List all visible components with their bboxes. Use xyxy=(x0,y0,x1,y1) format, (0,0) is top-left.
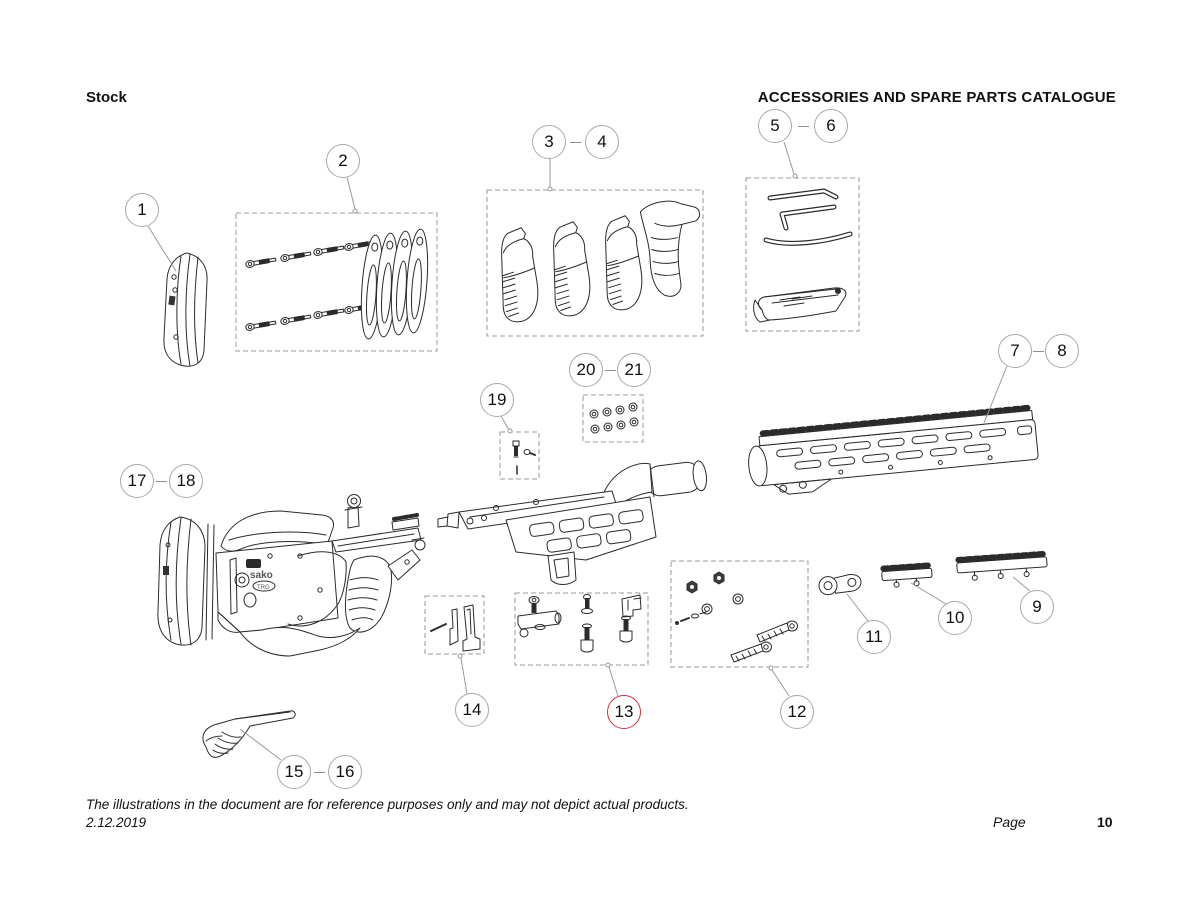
callout-21: 21 xyxy=(617,353,651,387)
hardware-kit-14-illustration xyxy=(430,604,481,652)
recoil-pad-illustration xyxy=(163,252,208,367)
callout-9: 9 xyxy=(1020,590,1054,624)
handguard-illustration xyxy=(748,404,1039,495)
box-part-12 xyxy=(670,560,809,668)
chassis-illustration xyxy=(437,460,708,585)
callout-pair-dash-20-21 xyxy=(605,370,616,371)
box-part-3-4 xyxy=(486,189,704,337)
callout-7: 7 xyxy=(998,334,1032,368)
box-part-20-21 xyxy=(582,394,644,443)
callout-6: 6 xyxy=(814,109,848,143)
callout-16: 16 xyxy=(328,755,362,789)
box-part-2 xyxy=(235,212,438,352)
callout-2: 2 xyxy=(326,144,360,178)
qd-mount-illustration xyxy=(818,573,862,596)
callout-19: 19 xyxy=(480,383,514,417)
hardware-kit-12-illustration xyxy=(675,571,798,663)
callout-12: 12 xyxy=(780,695,814,729)
spacer-kit-illustration xyxy=(244,228,429,340)
hardware-kit-19-illustration xyxy=(512,440,536,475)
disclaimer-text: The illustrations in the document are fo… xyxy=(86,797,689,812)
callout-11: 11 xyxy=(857,620,891,654)
grip-set-illustration xyxy=(498,200,700,324)
callout-4: 4 xyxy=(585,125,619,159)
box-part-14 xyxy=(424,595,485,655)
section-title: Stock xyxy=(86,89,127,106)
callout-pair-dash-5-6 xyxy=(798,126,809,127)
callout-8: 8 xyxy=(1045,334,1079,368)
box-part-19 xyxy=(499,431,540,480)
group-boxes xyxy=(235,177,860,668)
handstop-illustration xyxy=(202,710,296,758)
long-rail-illustration xyxy=(955,550,1048,581)
callout-15: 15 xyxy=(277,755,311,789)
callout-18: 18 xyxy=(169,464,203,498)
date-text: 2.12.2019 xyxy=(86,815,147,830)
box-part-13 xyxy=(514,592,649,666)
callout-5: 5 xyxy=(758,109,792,143)
page-label: Page xyxy=(993,814,1026,830)
stock-logo-text: sako xyxy=(250,570,273,581)
tool-kit-illustration xyxy=(753,188,853,323)
callout-pair-dash-7-8 xyxy=(1033,351,1044,352)
callout-3: 3 xyxy=(532,125,566,159)
box-part-5-6 xyxy=(745,177,860,332)
stock-badge-text: TRG xyxy=(257,585,270,591)
hardware-kit-13-illustration xyxy=(517,594,642,653)
short-rail-illustration xyxy=(880,562,933,588)
callout-pair-dash-3-4 xyxy=(570,142,581,143)
catalogue-title: ACCESSORIES AND SPARE PARTS CATALOGUE xyxy=(757,89,1116,106)
callout-10: 10 xyxy=(938,601,972,635)
leader-lines xyxy=(147,141,1031,761)
callout-1: 1 xyxy=(125,193,159,227)
callout-pair-dash-17-18 xyxy=(156,481,167,482)
page-number: 10 xyxy=(1097,814,1113,830)
callout-20: 20 xyxy=(569,353,603,387)
callout-17: 17 xyxy=(120,464,154,498)
callout-13-highlighted: 13 xyxy=(607,695,641,729)
nut-kit-illustration xyxy=(589,402,639,434)
stock-assembly-illustration: sako TRG xyxy=(157,494,426,657)
callout-14: 14 xyxy=(455,693,489,727)
callout-pair-dash-15-16 xyxy=(314,772,325,773)
